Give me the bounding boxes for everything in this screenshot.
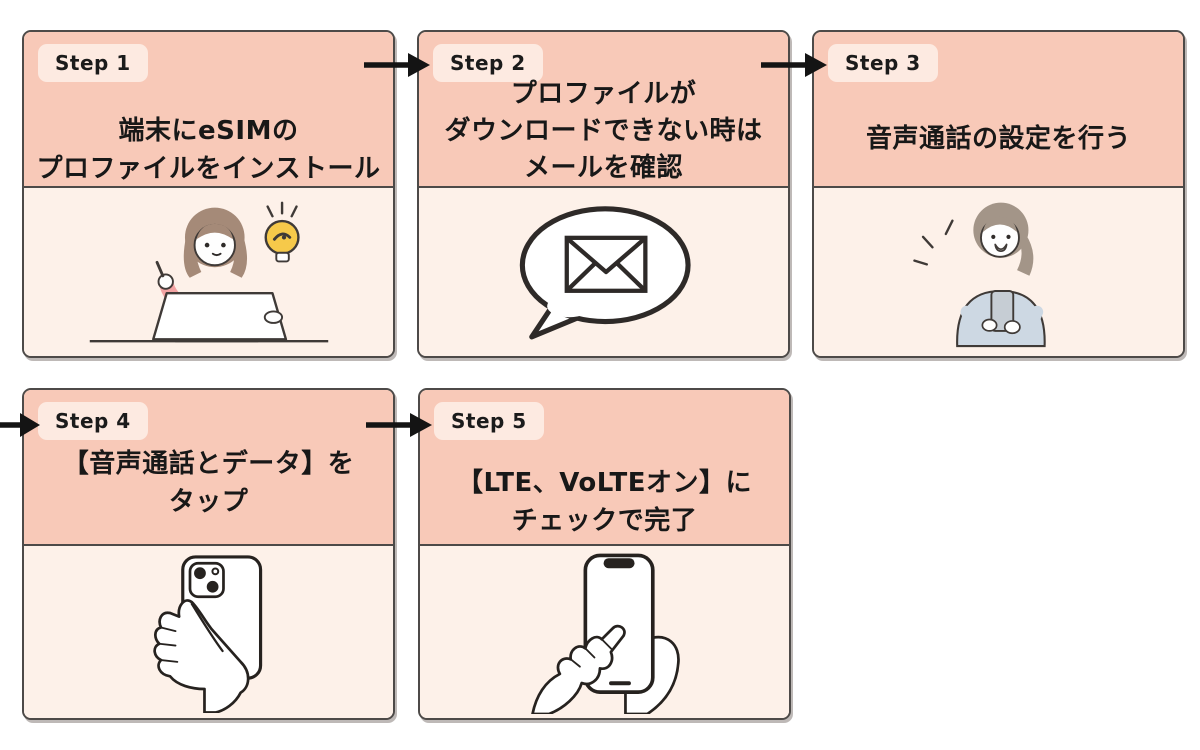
step-3-body	[814, 188, 1183, 356]
step-1-badge: Step 1	[38, 44, 148, 82]
step-4-header: Step 4 【音声通話とデータ】を タップ	[24, 390, 393, 546]
step-1-title: 端末にeSIMの プロファイルをインストール	[24, 112, 393, 188]
step-1-body	[24, 188, 393, 356]
step-2-title: プロファイルが ダウンロードできない時は メールを確認	[419, 76, 788, 187]
step-2-body	[419, 188, 788, 356]
step-4-badge: Step 4	[38, 402, 148, 440]
step-2-header: Step 2 プロファイルが ダウンロードできない時は メールを確認	[419, 32, 788, 188]
step-5-header: Step 5 【LTE、VoLTEオン】に チェックで完了	[420, 390, 789, 546]
step-3-title: 音声通話の設定を行う	[814, 120, 1183, 158]
woman-at-laptop-illustration	[89, 201, 328, 343]
step-card-4: Step 4 【音声通話とデータ】を タップ	[22, 388, 395, 720]
finger-tapping-phone-illustration	[531, 553, 680, 714]
step-card-1: Step 1 端末にeSIMの プロファイルをインストール	[22, 30, 395, 358]
step-5-title: 【LTE、VoLTEオン】に チェックで完了	[420, 464, 789, 540]
laptop-icon	[151, 291, 287, 341]
hand-holding-phone-illustration	[152, 555, 262, 713]
step-3-badge: Step 3	[828, 44, 938, 82]
title-line: 【音声通話とデータ】を	[62, 449, 355, 479]
title-line: チェックで完了	[511, 506, 698, 536]
title-line: 音声通話の設定を行う	[865, 124, 1131, 154]
right-hand	[1003, 320, 1021, 335]
step-5-badge: Step 5	[434, 402, 544, 440]
arrow-step2-to-step3	[761, 50, 827, 80]
step-card-5: Step 5 【LTE、VoLTEオン】に チェックで完了	[418, 388, 791, 720]
lightbulb-icon	[264, 201, 300, 263]
step-2-badge: Step 2	[433, 44, 543, 82]
title-line: ダウンロードできない時は	[444, 116, 763, 146]
arrow-wrap-into-step4	[0, 410, 40, 440]
arrow-step1-to-step2	[364, 50, 430, 80]
woman-with-phone-illustration	[912, 202, 1046, 348]
step-1-header: Step 1 端末にeSIMの プロファイルをインストール	[24, 32, 393, 188]
step-card-2: Step 2 プロファイルが ダウンロードできない時は メールを確認	[417, 30, 790, 358]
emphasis-lines	[912, 219, 954, 266]
hand-icon	[152, 599, 249, 713]
email-speech-bubble-illustration	[519, 206, 691, 340]
step-card-3: Step 3 音声通話の設定を行う	[812, 30, 1185, 358]
step-3-header: Step 3 音声通話の設定を行う	[814, 32, 1183, 188]
left-hand	[981, 318, 997, 332]
title-line: 端末にeSIMの	[118, 116, 299, 146]
envelope-icon	[564, 235, 648, 293]
arrow-step4-to-step5	[366, 410, 432, 440]
step-4-body	[24, 546, 393, 718]
title-line: 【LTE、VoLTEオン】に	[456, 468, 753, 498]
title-line: メールを確認	[523, 153, 683, 183]
title-line: プロファイルが	[510, 79, 697, 109]
step-5-body	[420, 546, 789, 718]
title-line: タップ	[168, 487, 249, 517]
phone-icon	[989, 290, 1014, 332]
tapping-hand	[531, 624, 626, 714]
step-4-title: 【音声通話とデータ】を タップ	[24, 445, 393, 521]
title-line: プロファイルをインストール	[36, 154, 381, 184]
